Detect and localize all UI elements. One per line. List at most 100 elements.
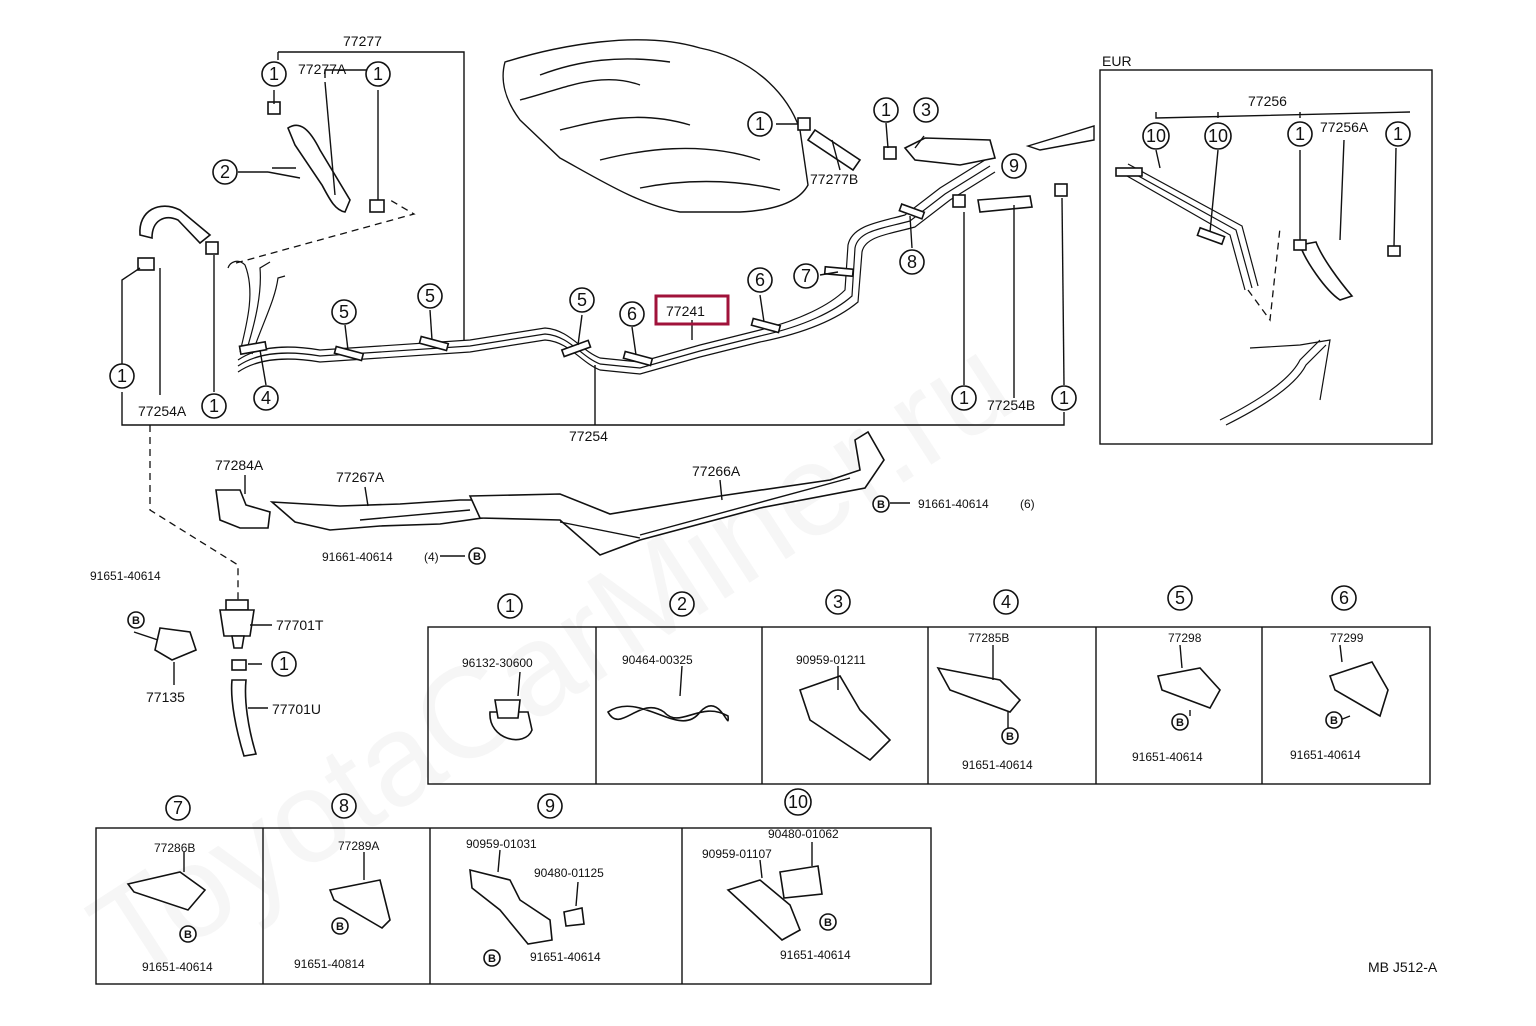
table-bolt-b-5: B <box>1176 717 1184 729</box>
bolt-b-filter: B <box>132 615 140 627</box>
label-77701U: 77701U <box>272 701 321 717</box>
clamp-table-row-1-labels: 1 96132-30600 2 90464-00325 3 90959-0121… <box>462 585 1364 772</box>
callout-1: 1 <box>373 64 383 84</box>
callout-5: 5 <box>577 290 587 310</box>
callout-1: 1 <box>959 388 969 408</box>
callout-1: 1 <box>755 114 765 134</box>
label-77256A: 77256A <box>1320 119 1369 135</box>
label-77266A: 77266A <box>692 463 741 479</box>
highlight-box <box>654 294 730 326</box>
callout-1: 1 <box>117 366 127 386</box>
callout-5: 5 <box>425 286 435 306</box>
callout-10: 10 <box>1208 126 1228 146</box>
table-num-2: 2 <box>677 594 687 614</box>
bolt-labels: B 91661-40614 (6) B 91661-40614 (4) 9165… <box>90 495 1035 629</box>
bracket-leaders <box>244 475 910 557</box>
bolt-left-part: 91661-40614 <box>322 550 393 564</box>
table-bolt-b-8: B <box>336 921 344 933</box>
table-bolt-b-7: B <box>184 929 192 941</box>
callout-1: 1 <box>1393 124 1403 144</box>
callout-9: 9 <box>1009 156 1019 176</box>
label-77284A: 77284A <box>215 457 264 473</box>
callout-2: 2 <box>220 162 230 182</box>
callout-7: 7 <box>801 266 811 286</box>
bolt-filter-part: 91651-40614 <box>90 569 161 583</box>
hose-clips <box>137 101 1068 271</box>
table-num-3: 3 <box>833 592 843 612</box>
table-part-3: 90959-01211 <box>796 653 866 667</box>
table-part-2: 90464-00325 <box>622 653 693 667</box>
part-labels: 77277 77277A 77277B 77254A 77254 77254B … <box>138 33 1438 975</box>
bolt-right-qty: (6) <box>1020 497 1035 511</box>
callout-10: 10 <box>1146 126 1166 146</box>
callout-1: 1 <box>279 654 289 674</box>
eur-inset <box>1099 69 1433 445</box>
bolt-b-right: B <box>877 499 885 511</box>
callout-1: 1 <box>1059 388 1069 408</box>
label-77241: 77241 <box>666 303 705 319</box>
highlight-77241: 77241 <box>654 294 730 326</box>
leader-lines <box>121 51 1095 600</box>
table-bolt-b-4: B <box>1006 731 1014 743</box>
table-part-8: 77289A <box>338 839 379 853</box>
table-part2-10: 90480-01062 <box>768 827 839 841</box>
callouts-main: 1 1 2 1 1 4 5 5 5 6 6 7 8 1 1 3 9 1 1 1 … <box>109 61 1411 677</box>
fuel-pipe-assembly <box>227 137 997 375</box>
fuel-hose-77277A <box>287 124 351 213</box>
table-bolt-9: 91651-40614 <box>530 950 601 964</box>
table-part-5: 77298 <box>1168 631 1202 645</box>
label-77254B: 77254B <box>987 397 1035 413</box>
clamp-table-row-2 <box>95 827 932 985</box>
table-bolt-b-10: B <box>824 917 832 929</box>
table-bolt-7: 91651-40614 <box>142 960 213 974</box>
table-bolt-6: 91651-40614 <box>1290 748 1361 762</box>
label-77701T: 77701T <box>276 617 324 633</box>
callout-1: 1 <box>209 396 219 416</box>
label-77267A: 77267A <box>336 469 385 485</box>
fuel-hose-77254B <box>977 195 1033 213</box>
callout-4: 4 <box>261 388 271 408</box>
table-num-6: 6 <box>1339 588 1349 608</box>
label-77256: 77256 <box>1248 93 1287 109</box>
label-77277A: 77277A <box>298 61 347 77</box>
table-part-10: 90959-01107 <box>702 847 772 861</box>
table-bolt-b-9: B <box>488 953 496 965</box>
table-part-9: 90959-01031 <box>466 837 537 851</box>
label-77277: 77277 <box>343 33 382 49</box>
fuel-tank <box>502 39 809 213</box>
table-num-1: 1 <box>505 596 515 616</box>
callout-1: 1 <box>1295 124 1305 144</box>
callout-6: 6 <box>755 270 765 290</box>
table-part2-9: 90480-01125 <box>534 866 604 880</box>
table-num-9: 9 <box>545 796 555 816</box>
clamp-table-row-2-labels: 7 77286B B 91651-40614 8 77289A B 91651-… <box>142 788 851 974</box>
table-num-5: 5 <box>1175 588 1185 608</box>
fuel-hose-77254A <box>139 205 212 245</box>
table-num-7: 7 <box>173 798 183 818</box>
table-part-6: 77299 <box>1330 631 1364 645</box>
table-bolt-4: 91651-40614 <box>962 758 1033 772</box>
bolt-right-part: 91661-40614 <box>918 497 989 511</box>
label-77135: 77135 <box>146 689 185 705</box>
table-bolt-10: 91651-40614 <box>780 948 851 962</box>
inset-label-eur: EUR <box>1102 53 1132 69</box>
callout-6: 6 <box>627 304 637 324</box>
drawing-code: MB J512-A <box>1368 959 1438 975</box>
label-77254: 77254 <box>569 428 608 444</box>
label-77277B: 77277B <box>810 171 858 187</box>
clamp-table-row-1 <box>427 626 1431 785</box>
brackets-underbody <box>215 430 885 556</box>
table-bolt-8: 91651-40814 <box>294 957 365 971</box>
table-part-4: 77285B <box>968 631 1009 645</box>
bolt-left-qty: (4) <box>424 550 439 564</box>
table-part-7: 77286B <box>154 841 195 855</box>
table-num-8: 8 <box>339 796 349 816</box>
table-bolt-b-6: B <box>1330 715 1338 727</box>
callout-5: 5 <box>339 302 349 322</box>
label-77254A: 77254A <box>138 403 187 419</box>
callout-8: 8 <box>907 252 917 272</box>
bolt-b-left: B <box>473 551 481 563</box>
callout-1: 1 <box>881 100 891 120</box>
